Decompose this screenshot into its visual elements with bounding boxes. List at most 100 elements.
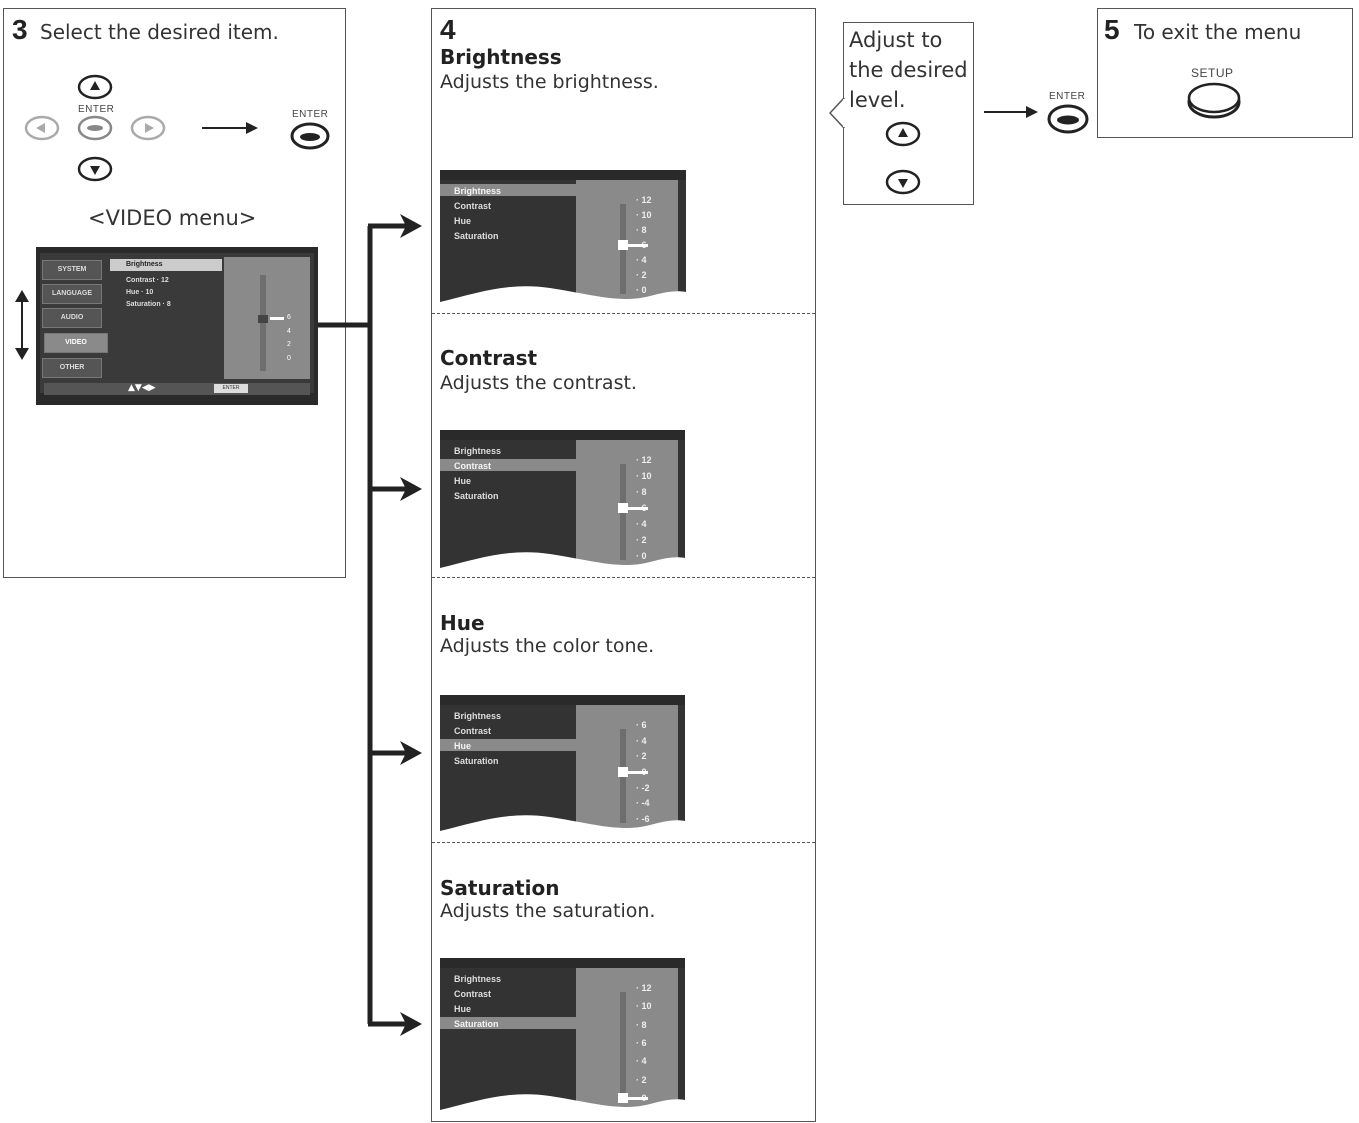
slider-level-bar [628, 507, 648, 510]
osd-item-brightness: Brightness [454, 974, 502, 984]
divider-2 [432, 577, 815, 578]
osd-item-brightness: Brightness [454, 186, 502, 196]
osd-item-hue: Hue [454, 476, 472, 486]
osd-item-contrast: Contrast [454, 726, 492, 736]
up-down-arrow-icon [15, 290, 29, 360]
slider-level-bar [628, 1097, 648, 1100]
brightness-desc: Adjusts the brightness. [440, 71, 659, 93]
enter-button-icon [1047, 104, 1089, 134]
osd-tick: · 10 [636, 210, 652, 220]
osd-tick: · -4 [636, 798, 650, 809]
step5-number: 5 [1104, 14, 1120, 45]
video-menu-osd: SYSTEM LANGUAGE AUDIO VIDEO OTHER Bright… [36, 247, 318, 405]
adjust-line-2: the desired [849, 58, 968, 82]
osd-tick: · 8 [636, 487, 647, 497]
arrow-saturation-icon [400, 1012, 422, 1036]
osd-tick: · 2 [636, 751, 647, 762]
osd-sidebar-language: LANGUAGE [42, 284, 102, 304]
enter-label-pad: ENTER [78, 104, 115, 115]
osd-tick-4: 4 [287, 328, 291, 335]
osd-tick: · 10 [636, 1001, 652, 1012]
adjust-line-1: Adjust to [849, 28, 943, 52]
contrast-desc: Adjusts the contrast. [440, 372, 637, 394]
enter-button-icon [290, 122, 330, 150]
osd-item-contrast: Contrast [454, 461, 492, 471]
arrow-contrast-icon [400, 477, 422, 501]
osd-sidebar-system: SYSTEM [42, 260, 102, 280]
osd-sidebar-video: VIDEO [44, 333, 108, 353]
osd-footer-enter: ENTER [214, 384, 248, 393]
osd-item-saturation: Saturation [454, 756, 499, 766]
slider-level-bar [628, 244, 648, 247]
enter-label-right: ENTER [292, 109, 329, 120]
osd-tick: · 8 [636, 225, 647, 235]
arrow-hue-icon [400, 741, 422, 765]
osd-item-saturation: Saturation [454, 491, 499, 501]
adjust-line-3: level. [849, 88, 906, 112]
osd-item-brightness: Brightness [126, 261, 163, 268]
osd-tick: · 4 [636, 735, 647, 746]
saturation-desc: Adjusts the saturation. [440, 900, 656, 922]
arrow-right-icon [202, 122, 258, 134]
osd-tick: · 12 [636, 455, 652, 465]
osd-footer-nav: ▲▼◀▶ [128, 383, 156, 393]
brightness-title: Brightness [440, 45, 562, 69]
enter-label-mid: ENTER [1049, 91, 1086, 102]
osd-tick-0: 0 [287, 355, 291, 362]
down-button-icon [885, 169, 921, 195]
osd-tick: · 12 [636, 983, 652, 993]
osd-tick: · 6 [636, 720, 647, 730]
osd-tick: · 4 [636, 255, 647, 265]
slider-level-bar [628, 771, 648, 774]
osd-tick: · 2 [636, 535, 647, 545]
torn-edge [440, 552, 685, 570]
torn-edge [440, 1094, 685, 1112]
osd-item-contrast: Contrast [454, 201, 492, 211]
saturation-title: Saturation [440, 876, 560, 900]
step3-number: 3 [12, 14, 28, 45]
divider-1 [432, 313, 815, 314]
osd-sidebar-other: OTHER [42, 358, 102, 378]
osd-sidebar-audio: AUDIO [42, 308, 102, 328]
osd-item-saturation: Saturation [454, 231, 499, 241]
video-menu-caption: <VIDEO menu> [88, 206, 257, 230]
osd-tick: · 2 [636, 270, 647, 280]
up-button-icon [885, 121, 921, 147]
osd-tick: · 4 [636, 519, 647, 529]
osd-tick-2: 2 [287, 341, 291, 348]
osd-item-hue: Hue · 10 [126, 289, 154, 296]
osd-item-brightness: Brightness [454, 446, 502, 456]
setup-button-icon [1187, 82, 1241, 119]
setup-label: SETUP [1191, 66, 1234, 80]
hue-title: Hue [440, 611, 485, 635]
slider-knob [618, 240, 628, 250]
step4-number: 4 [440, 14, 456, 45]
contrast-title: Contrast [440, 346, 538, 370]
cursor-pad-icon [24, 74, 166, 182]
osd-tick: · 4 [636, 1056, 647, 1067]
osd-tick: · 8 [636, 1019, 647, 1030]
osd-item-contrast: Contrast · 12 [126, 277, 169, 284]
divider-3 [432, 842, 815, 843]
osd-item-saturation: Saturation · 8 [126, 301, 171, 308]
osd-tick: · 6 [636, 1038, 647, 1048]
adjust-panel [843, 22, 974, 205]
arrow-right-icon [984, 106, 1038, 118]
connector-arrows [318, 214, 422, 1036]
osd-item-hue: Hue [454, 741, 472, 751]
osd-item-hue: Hue [454, 1004, 472, 1014]
osd-tick: · 10 [636, 471, 652, 481]
osd-item-brightness: Brightness [454, 711, 502, 721]
slider-knob [618, 767, 628, 777]
hue-desc: Adjusts the color tone. [440, 635, 655, 657]
osd-item-contrast: Contrast [454, 989, 492, 999]
torn-edge [440, 815, 685, 833]
osd-tick: · -6 [636, 814, 650, 824]
step3-instruction: Select the desired item. [40, 20, 279, 44]
osd-item-saturation: Saturation [454, 1019, 499, 1029]
osd-tick: · 0 [636, 285, 647, 295]
